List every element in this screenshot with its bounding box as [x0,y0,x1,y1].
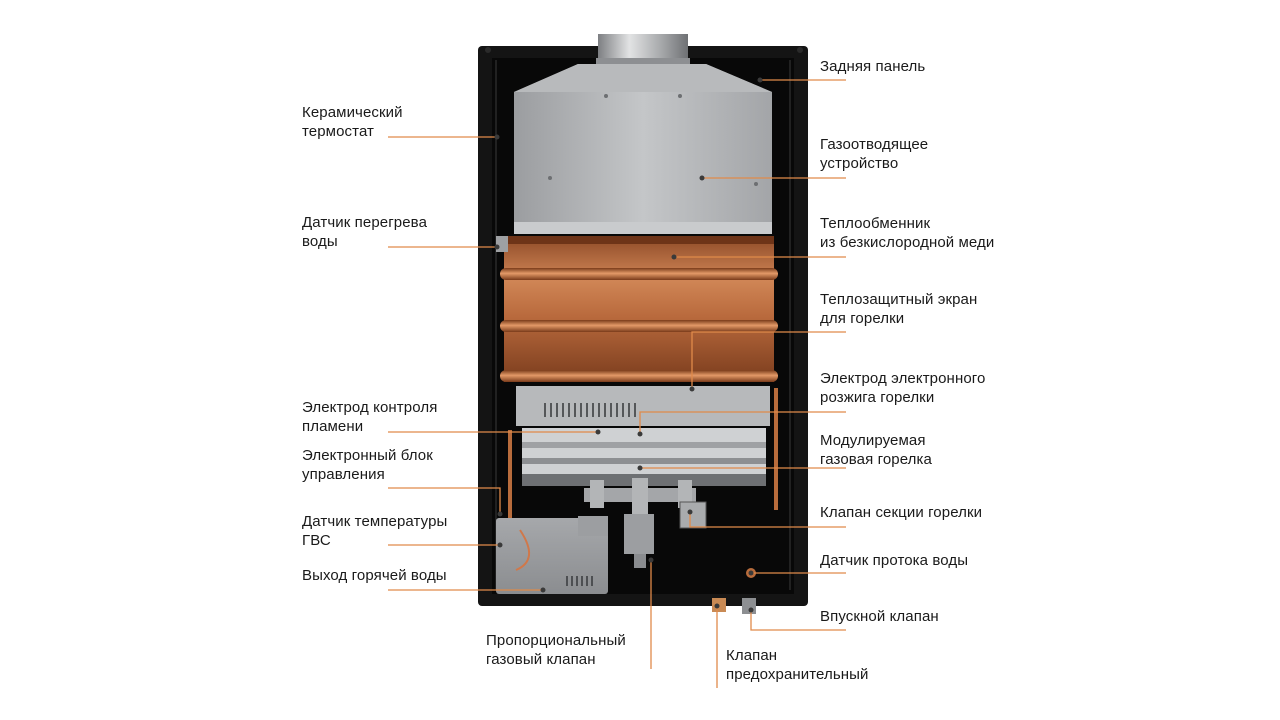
label-burner-heat-shield: Теплозащитный экран для горелки [820,290,977,328]
label-dhw-temp-sensor: Датчик температуры ГВС [302,512,447,550]
label-proportional-gas-valve: Пропорциональный газовый клапан [486,631,626,669]
burner-section-valve [680,502,706,528]
label-modulating-burner: Модулируемая газовая горелка [820,431,932,469]
heat-exchanger [500,236,778,382]
label-flame-electrode: Электрод контроля пламени [302,398,437,436]
gas-burner [522,428,766,486]
label-overheat-sensor: Датчик перегрева воды [302,213,427,251]
label-flue-device: Газоотводящее устройство [820,135,928,173]
label-inlet-valve: Впускной клапан [820,607,939,626]
label-heat-exchanger: Теплообменник из безкислородной меди [820,214,994,252]
label-safety-valve: Клапан предохранительный [726,646,869,684]
label-hot-water-outlet: Выход горячей воды [302,566,447,585]
label-ignition-electrode: Электрод электронного розжига горелки [820,369,985,407]
label-rear-panel: Задняя панель [820,57,925,76]
label-ceramic-thermostat: Керамический термостат [302,103,403,141]
flue-pipe [596,34,690,66]
flue-device [514,64,772,234]
label-control-unit: Электронный блок управления [302,446,433,484]
label-water-flow-sensor: Датчик протока воды [820,551,968,570]
burner-heat-shield [516,386,770,426]
control-unit [496,516,608,594]
label-burner-section-valve: Клапан секции горелки [820,503,982,522]
